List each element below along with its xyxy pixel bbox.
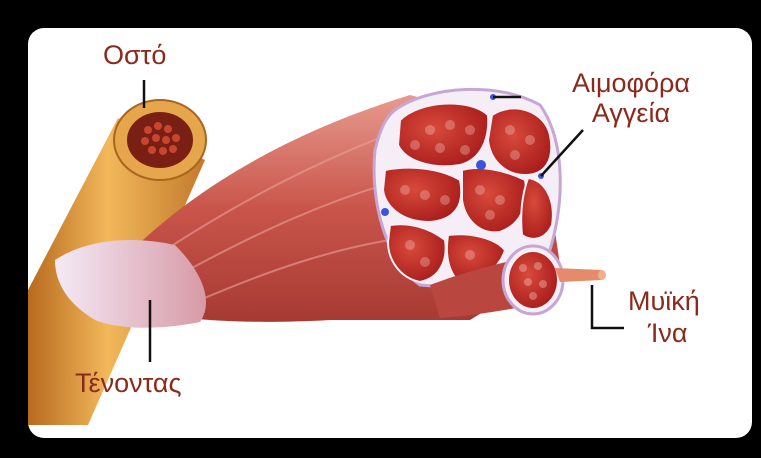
bone-label: Οστό	[103, 40, 166, 70]
muscle-fiber-label-line1: Μυϊκή	[628, 286, 700, 316]
muscle-fiber-label-line2: Ίνα	[648, 318, 687, 348]
blood-vessels-label-line2: Αγγεία	[586, 98, 676, 128]
blood-vessels-label-line1: Αιμοφόρα	[571, 68, 691, 98]
tendon-label: Τένοντας	[75, 368, 181, 398]
